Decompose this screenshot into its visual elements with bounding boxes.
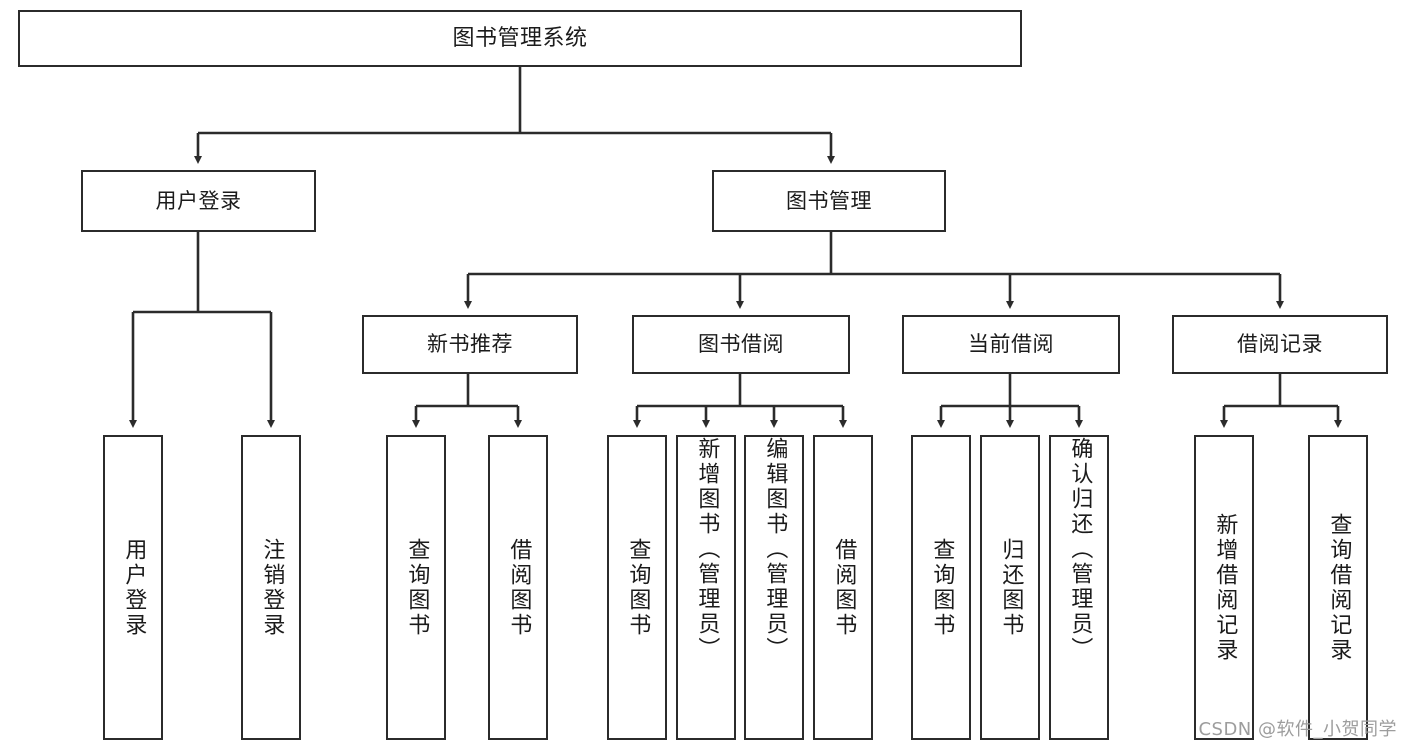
leaf-edit-book-admin[interactable]: 编辑图书（管理员） [744,435,804,740]
node-label: 用户登录 [155,188,242,213]
node-book-management[interactable]: 图书管理 [712,170,946,232]
node-label: 查询借阅记录 [1326,512,1352,663]
node-borrow-record[interactable]: 借阅记录 [1172,315,1388,374]
leaf-query-borrow-record[interactable]: 查询借阅记录 [1308,435,1368,740]
node-label: 查询图书 [625,537,651,638]
node-current-borrow[interactable]: 当前借阅 [902,315,1120,374]
csdn-watermark: CSDN @软件_小贺同学 [1198,719,1397,740]
node-label: 借阅图书 [831,537,857,638]
node-label: 查询图书 [929,537,955,638]
leaf-borrow-book-recommend[interactable]: 借阅图书 [488,435,548,740]
leaf-add-borrow-record[interactable]: 新增借阅记录 [1194,435,1254,740]
leaf-add-book-admin[interactable]: 新增图书（管理员） [676,435,736,740]
node-new-book-recommend[interactable]: 新书推荐 [362,315,578,374]
leaf-query-book-recommend[interactable]: 查询图书 [386,435,446,740]
node-label: 图书借阅 [698,332,784,357]
leaf-user-login[interactable]: 用户登录 [103,435,163,740]
node-label: 查询图书 [404,537,430,638]
node-label: 新增借阅记录 [1212,512,1238,663]
node-label: 借阅记录 [1237,332,1323,357]
node-label: 当前借阅 [968,332,1054,357]
node-user-login[interactable]: 用户登录 [81,170,316,232]
node-label: 用户登录 [121,537,147,638]
node-label: 图书管理系统 [452,25,588,51]
node-label: 新增图书（管理员） [694,437,720,662]
node-label: 归还图书 [998,537,1024,638]
node-label: 借阅图书 [506,537,532,638]
leaf-query-book-borrow[interactable]: 查询图书 [607,435,667,740]
leaf-confirm-return-admin[interactable]: 确认归还（管理员） [1049,435,1109,740]
node-label: 新书推荐 [427,332,513,357]
node-label: 编辑图书（管理员） [762,437,788,662]
node-label: 确认归还（管理员） [1067,437,1093,662]
node-book-borrow[interactable]: 图书借阅 [632,315,850,374]
node-root-system[interactable]: 图书管理系统 [18,10,1022,67]
leaf-query-book-current[interactable]: 查询图书 [911,435,971,740]
node-label: 图书管理 [786,188,872,213]
leaf-return-book[interactable]: 归还图书 [980,435,1040,740]
node-label: 注销登录 [259,537,285,638]
leaf-borrow-book[interactable]: 借阅图书 [813,435,873,740]
leaf-logout[interactable]: 注销登录 [241,435,301,740]
